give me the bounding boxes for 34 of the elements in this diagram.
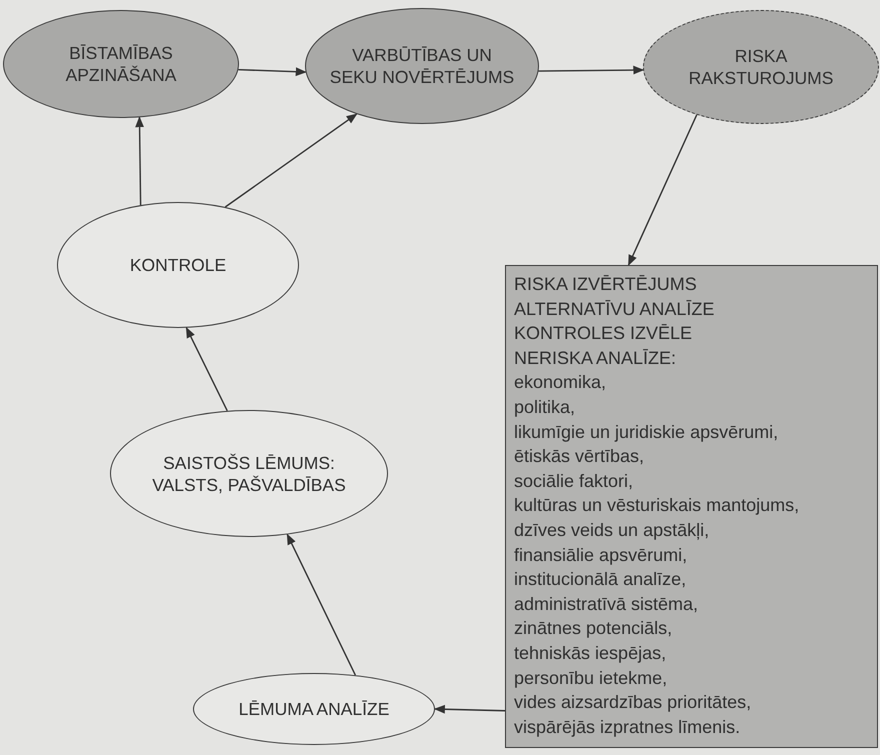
list-text: vispārējās izpratnes līmenis. [514,716,742,739]
list-text: ekonomika, [514,371,608,394]
node-label: VARBŪTĪBAS UN SEKU NOVĒRTĒJUMS [328,44,516,88]
list-text: tehniskās iespējas, [514,642,668,665]
list-box [505,265,878,748]
arrow [286,534,356,676]
list-text: finansiālie apsvērumi, [514,544,688,567]
node-label: KONTROLE [130,254,226,276]
list-text: ētiskās vērtības, [514,445,646,468]
arrow [434,704,506,714]
list-text: institucionālā analīze, [514,568,688,592]
list-text: NERISKA ANALĪZE: [514,346,678,370]
list-text: sociālie faktori, [514,470,634,493]
list-text: administratīvā sistēma, [514,592,700,616]
node-label: BĪSTAMĪBAS APZINĀŠANA [64,42,178,86]
node-label: RISKA RAKSTUROJUMS [688,45,834,89]
list-text: dzīves veids un apstākļi, [514,518,710,542]
node-label: SAISTOŠS LĒMUMS: VALSTS, PAŠVALDĪBAS [151,452,347,496]
list-text: vides aizsardzības prioritātes, [514,691,752,714]
list-text: KONTROLES IZVĒLE [514,322,694,346]
arrow [238,67,307,76]
list-text: kultūras un vēsturiskais mantojums, [514,494,800,518]
node-label: LĒMUMA ANALĪZE [238,698,390,720]
list-text: ALTERNATĪVU ANALĪZE [514,298,716,321]
arrow [186,326,228,412]
list-text: zinātnes potenciāls, [514,617,674,640]
list-text: personību ietekme, [514,666,668,690]
list-text: RISKA IZVĒRTĒJUMS [514,273,698,296]
arrow [224,113,358,208]
arrow [135,116,144,206]
arrow [538,66,644,74]
arrow [628,114,698,266]
list-text: politika, [514,396,576,419]
list-text: likumīgie un juridiskie apsvērumi, [514,420,780,444]
